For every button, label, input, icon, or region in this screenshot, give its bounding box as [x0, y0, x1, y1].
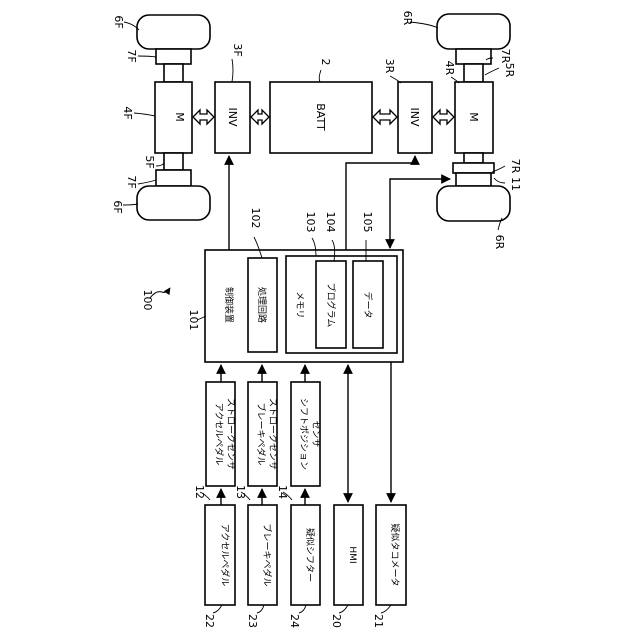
- shifter-label: 疑似シフター: [304, 528, 315, 582]
- clutch: [453, 163, 494, 173]
- ref-2: 2: [319, 59, 332, 66]
- brake-pedal-label: ブレーキペダル: [261, 523, 273, 586]
- memory-label: メモリ: [294, 291, 304, 318]
- ref-13: 13: [234, 485, 247, 499]
- wheel-rear-bottom: [437, 186, 510, 221]
- inverter-rear-label: INV: [408, 108, 421, 127]
- ref-102: 102: [249, 208, 262, 229]
- ref-3r: 3R: [383, 59, 396, 74]
- hub-rear-bottom: [456, 173, 491, 186]
- processor-label: 処理回路: [256, 287, 268, 323]
- brake-sensor-label-2: ストロークセンサ: [267, 398, 278, 470]
- ref-7r-bottom: 7R: [509, 159, 522, 174]
- controller-label: 制御装置: [223, 287, 235, 323]
- ref-5f: 5F: [143, 155, 156, 168]
- data-label: データ: [362, 291, 374, 318]
- ref-7f-bottom: 7F: [125, 175, 138, 188]
- ref-6f-bottom: 6F: [111, 200, 124, 213]
- ref-6r-bottom: 6R: [493, 235, 506, 250]
- ref-11: 11: [509, 177, 522, 191]
- ref-3f: 3F: [231, 43, 244, 56]
- ref-21: 21: [372, 614, 385, 628]
- accel-sensor-label-2: ストロークセンサ: [225, 398, 236, 470]
- shift-sensor-label-1: シフトポジション: [298, 398, 309, 470]
- ref-7r-top: 7R: [499, 49, 512, 64]
- motor-rear-label: M: [467, 112, 480, 122]
- ref-7f-top: 7F: [125, 49, 138, 62]
- ref-103: 103: [304, 212, 317, 233]
- ref-6f-top: 6F: [112, 15, 125, 28]
- wheel-front-bottom: [137, 186, 210, 220]
- battery-label: BATT: [314, 103, 327, 131]
- accel-sensor-label-1: アクセルペダル: [213, 403, 225, 466]
- ref-4f: 4F: [121, 106, 134, 119]
- hmi-label: HMI: [347, 546, 357, 563]
- axle-front-top: [164, 64, 183, 82]
- ref-22: 22: [203, 614, 216, 628]
- wheel-rear-top: [437, 14, 510, 49]
- shaft-rear-bottom: [464, 153, 483, 163]
- ref-12: 12: [193, 485, 206, 499]
- ref-6r-top: 6R: [401, 11, 414, 26]
- hub-front-bottom: [156, 170, 191, 186]
- inverter-front-label: INV: [226, 108, 239, 127]
- shift-sensor-label-2: センサ: [310, 420, 321, 447]
- brake-sensor-label-1: ブレーキペダル: [255, 402, 267, 465]
- ref-100: 100: [141, 290, 154, 311]
- ref-24: 24: [288, 614, 301, 628]
- hub-front-top: [156, 49, 191, 64]
- ref-4r: 4R: [443, 61, 456, 76]
- ref-101: 101: [187, 310, 200, 331]
- shaft-front: [164, 153, 183, 170]
- ref-20: 20: [330, 614, 343, 628]
- ref-23: 23: [246, 614, 259, 628]
- program-label: プログラム: [325, 283, 337, 328]
- motor-front-label: M: [173, 112, 186, 122]
- ref-5r: 5R: [503, 63, 516, 78]
- wheel-front-top: [137, 15, 210, 49]
- hub-rear-top: [456, 49, 491, 64]
- ref-104: 104: [324, 212, 337, 233]
- ref-14: 14: [276, 485, 289, 499]
- axle-rear-top: [464, 64, 483, 82]
- accel-pedal-label: アクセルペダル: [219, 524, 231, 587]
- ref-105: 105: [361, 212, 374, 233]
- tachometer-label: 疑似タコメータ: [389, 523, 400, 586]
